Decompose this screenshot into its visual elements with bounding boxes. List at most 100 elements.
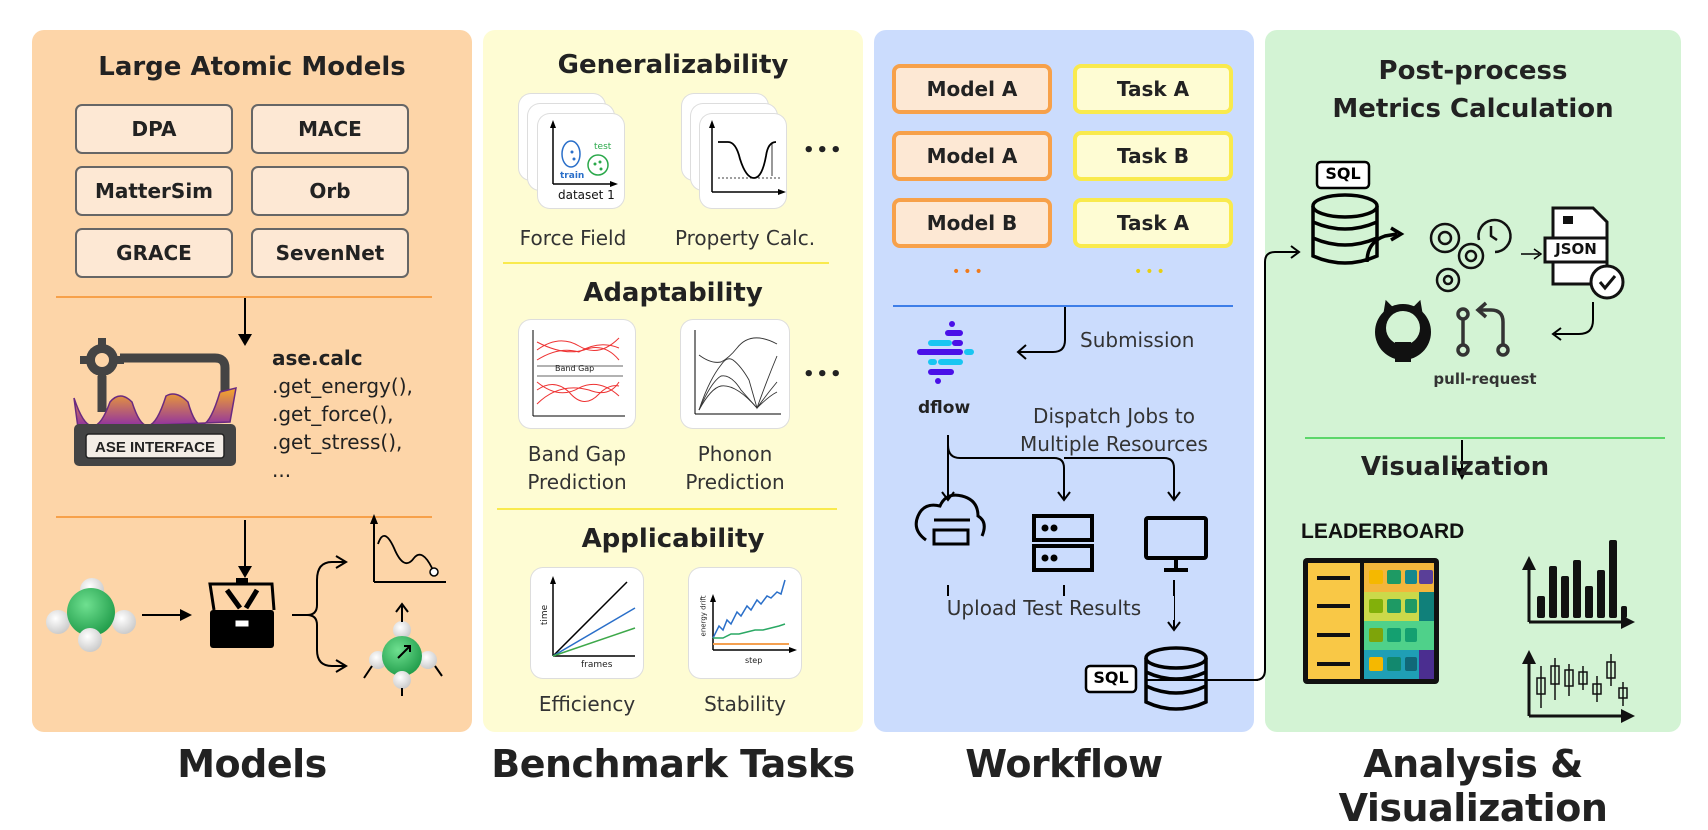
title-line: Post-process bbox=[1378, 56, 1568, 86]
model-box-mace: MACE bbox=[251, 104, 409, 154]
sql-badge: SQL bbox=[1093, 668, 1129, 687]
upload-label: Upload Test Results bbox=[914, 596, 1174, 620]
axis-label-time: time bbox=[540, 604, 551, 626]
dflow-label: dflow bbox=[918, 398, 971, 418]
model-box-mattersim: MatterSim bbox=[75, 166, 233, 216]
analysis-graphics bbox=[1145, 160, 1665, 723]
section-title-generalizability: Generalizability bbox=[557, 50, 789, 80]
dflow-logo-icon bbox=[917, 321, 974, 384]
band-structure-plot-icon bbox=[532, 330, 625, 417]
caption-models: Models bbox=[177, 742, 327, 786]
stability-card: energy drift step bbox=[689, 568, 801, 678]
train-label: train bbox=[560, 171, 585, 181]
analysis-panel: Post-process Metrics Calculation bbox=[1145, 30, 1681, 732]
model-chip: Model B bbox=[892, 198, 1052, 248]
models-panel: Large Atomic Models DPA MACE MatterSim O… bbox=[32, 30, 472, 732]
toolbox-icon bbox=[208, 578, 276, 648]
model-box-grace: GRACE bbox=[75, 228, 233, 278]
label-band-gap: Band Gap Prediction bbox=[507, 440, 647, 496]
dataset-label: dataset 1 bbox=[558, 188, 615, 202]
test-label: test bbox=[594, 142, 612, 152]
divider bbox=[56, 516, 432, 518]
workflow-connectors bbox=[914, 307, 1258, 711]
model-box-dpa: DPA bbox=[75, 104, 233, 154]
api-head: ase.calc bbox=[272, 346, 363, 370]
label-line: Band Gap bbox=[527, 442, 627, 466]
task-chip: Task A bbox=[1073, 198, 1233, 248]
train-test-plot-icon bbox=[550, 120, 618, 187]
branch-arrows-icon bbox=[292, 561, 344, 667]
caption-benchmark-tasks: Benchmark Tasks bbox=[491, 742, 855, 786]
axis-label-step: step bbox=[745, 656, 763, 665]
label-force-field: Force Field bbox=[519, 226, 627, 250]
pull-request-label: pull-request bbox=[1433, 370, 1537, 388]
desktop-computer-icon bbox=[1144, 516, 1208, 572]
leaderboard-label: LEADERBOARD bbox=[1301, 520, 1465, 543]
label-efficiency: Efficiency bbox=[538, 692, 636, 716]
model-box-orb: Orb bbox=[251, 166, 409, 216]
arrow-down-icon bbox=[238, 298, 252, 346]
ellipsis: ••• bbox=[803, 140, 844, 161]
ellipsis: ••• bbox=[803, 364, 844, 385]
divider bbox=[497, 508, 837, 510]
time-vs-frames-plot-icon bbox=[550, 576, 636, 657]
label-line: Dispatch Jobs to bbox=[1033, 404, 1195, 428]
label-line: Multiple Resources bbox=[1020, 432, 1208, 456]
section-title-applicability: Applicability bbox=[581, 524, 765, 554]
label-stability: Stability bbox=[704, 692, 786, 716]
cloud-server-icon bbox=[914, 493, 986, 546]
band-gap-inner-label: Band Gap bbox=[555, 364, 595, 373]
api-method: .get_stress(), bbox=[272, 430, 403, 454]
phonon-dispersion-plot-icon bbox=[694, 330, 781, 415]
api-method: ... bbox=[272, 458, 292, 482]
json-file-icon bbox=[1543, 206, 1625, 300]
ase-interface-label: ASE INTERFACE bbox=[94, 438, 215, 456]
submission-label: Submission bbox=[1080, 328, 1195, 352]
sql-badge: SQL bbox=[1325, 164, 1361, 183]
database-icon bbox=[1144, 646, 1208, 711]
pull-request-icon bbox=[1456, 301, 1510, 357]
sql-badge-box bbox=[1084, 664, 1138, 694]
api-method: .get_force(), bbox=[272, 402, 394, 426]
divider bbox=[503, 262, 829, 264]
label-phonon: Phonon Prediction bbox=[665, 440, 805, 496]
tasks-panel: Generalizability train test dataset 1 Fo… bbox=[483, 30, 863, 732]
models-arrows bbox=[238, 298, 252, 578]
model-box-sevennet: SevenNet bbox=[251, 228, 409, 278]
api-method: .get_energy(), bbox=[272, 374, 413, 398]
label-line: Prediction bbox=[527, 470, 627, 494]
energy-drift-plot-icon bbox=[710, 579, 797, 653]
workflow-panel: Model A Task A Model A Task B Model B Ta… bbox=[874, 30, 1258, 732]
energy-curve-icon bbox=[370, 514, 446, 583]
model-chip: Model A bbox=[892, 64, 1052, 114]
leaderboard-icon bbox=[1303, 558, 1439, 684]
title-line: Metrics Calculation bbox=[1332, 94, 1614, 124]
section-title-adaptability: Adaptability bbox=[583, 278, 763, 308]
ellipsis-models: ••• bbox=[952, 264, 986, 280]
caption-workflow: Workflow bbox=[965, 742, 1163, 786]
github-icon bbox=[1375, 299, 1431, 362]
visualization-title: Visualization bbox=[1360, 452, 1550, 482]
postprocess-title: Post-process Metrics Calculation bbox=[1265, 52, 1681, 128]
gears-clock-icon bbox=[1429, 218, 1512, 293]
task-chip: Task A bbox=[1073, 64, 1233, 114]
models-title: Large Atomic Models bbox=[98, 52, 406, 82]
dispatch-label: Dispatch Jobs to Multiple Resources bbox=[994, 402, 1234, 458]
calc-flow bbox=[46, 514, 446, 696]
model-chip: Model A bbox=[892, 131, 1052, 181]
efficiency-card: time frames bbox=[531, 568, 643, 678]
task-chip: Task B bbox=[1073, 131, 1233, 181]
box-plot-icon bbox=[1522, 650, 1635, 723]
json-label: JSON bbox=[1555, 240, 1597, 258]
divider bbox=[56, 296, 432, 298]
axis-label-frames: frames bbox=[581, 660, 613, 670]
label-line: Phonon bbox=[697, 442, 773, 466]
divider bbox=[893, 305, 1233, 307]
molecule-icon bbox=[46, 578, 136, 652]
energy-barrier-plot-icon bbox=[709, 120, 786, 195]
label-line: Prediction bbox=[685, 470, 785, 494]
band-gap-card: Band Gap bbox=[519, 320, 635, 428]
server-rack-icon bbox=[1032, 514, 1094, 572]
molecule-forces-icon bbox=[363, 602, 443, 696]
phonon-card bbox=[681, 320, 789, 428]
